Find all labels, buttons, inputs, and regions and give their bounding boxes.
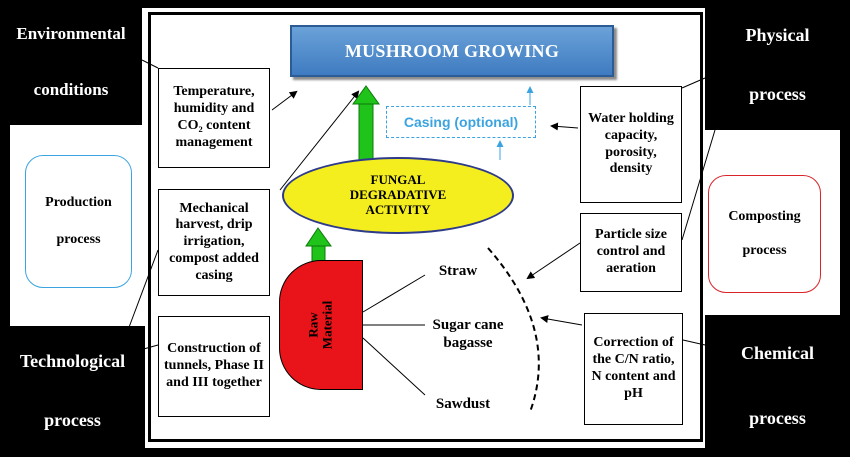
corner-environmental-conditions: Environmental conditions [0, 0, 142, 125]
feed-dashed-brace [487, 247, 540, 413]
link-technological-2 [139, 344, 159, 351]
corner-technological-line2: process [44, 410, 101, 431]
raw-material-line1: Raw [305, 312, 321, 338]
box-mechanical-harvest: Mechanical harvest, drip irrigation, com… [158, 189, 270, 296]
box-particle-size: Particle size control and aeration [580, 213, 682, 292]
box-water-holding: Water holding capacity, porosity, densit… [580, 86, 682, 203]
box-cn-ratio: Correction of the C/N ratio, N content a… [584, 313, 683, 425]
link-environmental [141, 59, 159, 69]
composting-line1: Composting [728, 209, 801, 224]
box-construction-tunnels: Construction of tunnels, Phase II and II… [158, 316, 270, 417]
raw-material-line2: Material [320, 300, 335, 350]
corner-chemical-process: Chemical process [705, 315, 850, 457]
corner-chemical-line1: Chemical [741, 342, 814, 363]
box-environment-management: Temperature, humidity and CO₂ content ma… [158, 68, 270, 168]
corner-technological-process: Technological process [0, 326, 145, 457]
production-line2: process [56, 232, 101, 248]
production-line1: Production [45, 194, 112, 210]
feedstock-straw: Straw [438, 263, 478, 279]
feedstock-sawdust: Sawdust [435, 396, 491, 412]
raw-material-shape [279, 260, 363, 390]
corner-chemical-line2: process [749, 407, 806, 428]
raw-material-label: Raw Material [305, 300, 336, 350]
arrow-cn-feed [540, 315, 583, 326]
arrow-harvest-title [279, 90, 360, 191]
composting-process: Composting process [708, 175, 821, 293]
feed-line-straw [362, 274, 426, 313]
feed-line-sawdust [362, 337, 426, 396]
diagram-frame [148, 12, 703, 442]
arrow-particle-feed [526, 242, 581, 280]
fungal-degradative-activity: FUNGAL DEGRADATIVE ACTIVITY [282, 157, 514, 234]
corner-environmental-line2: conditions [33, 80, 109, 100]
feedstock-sugar-cane-bagasse: Sugar cane bagasse [432, 317, 504, 351]
corner-physical-line1: Physical [745, 24, 810, 45]
corner-technological-line1: Technological [19, 350, 126, 371]
link-chemical [682, 339, 706, 346]
corner-environmental-line1: Environmental [16, 23, 126, 43]
green-arrow-top [352, 85, 380, 175]
casing-optional-box: Casing (optional) [386, 106, 536, 138]
arrow-environment-title [271, 90, 298, 111]
arrow-water-casing [550, 122, 579, 131]
mushroom-growing-title: MUSHROOM GROWING [290, 25, 614, 77]
link-physical-2 [681, 129, 716, 241]
production-process: Production process [25, 155, 132, 288]
corner-physical-line2: process [749, 83, 806, 104]
link-technological [127, 249, 159, 331]
composting-line2: process [742, 243, 787, 258]
corner-physical-process: Physical process [705, 0, 850, 130]
link-physical [681, 77, 706, 89]
